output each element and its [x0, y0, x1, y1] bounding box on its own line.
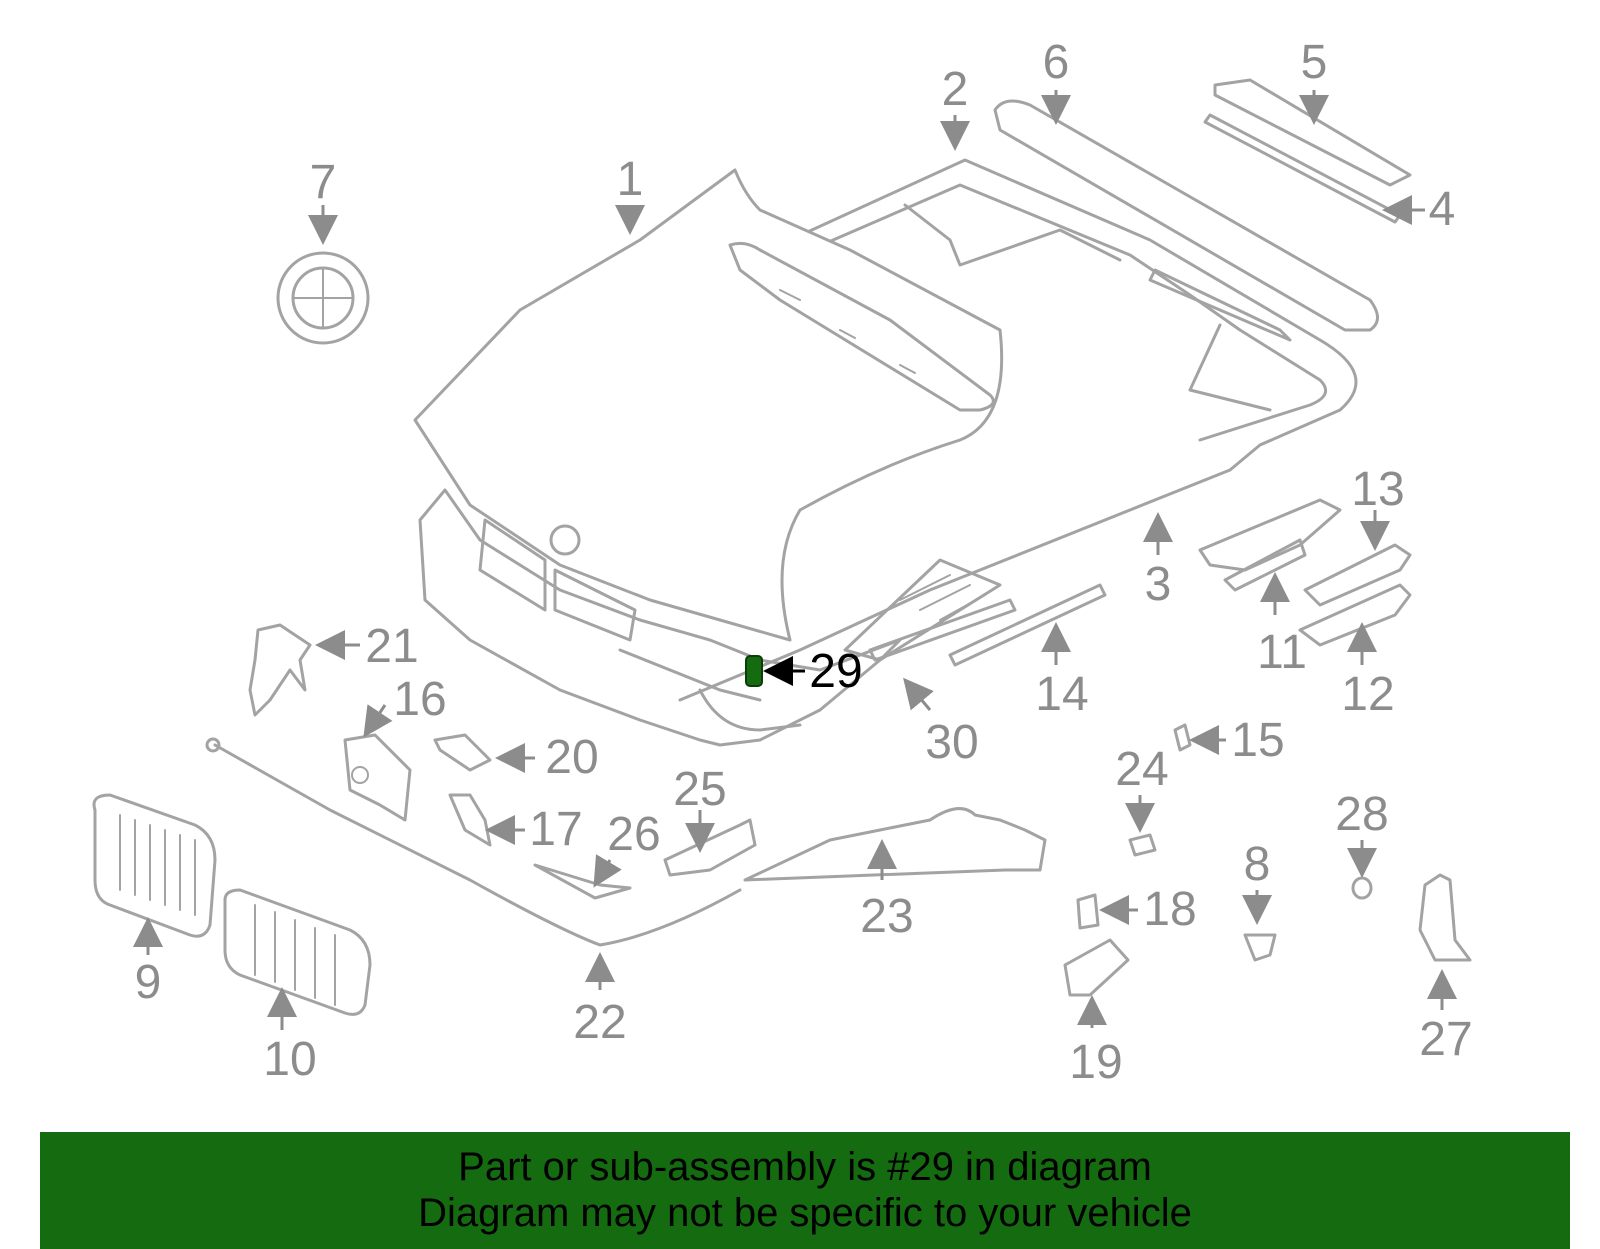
parts-diagram: 1 2 3 4 5 6 7 8 9 10 11 12 13 14 15 16 1…	[92, 36, 1473, 1089]
hinge-parts	[1198, 498, 1412, 647]
callout-30: 30	[925, 716, 978, 769]
callout-28: 28	[1335, 788, 1388, 841]
callout-2: 2	[942, 63, 969, 116]
callout-29: 29	[809, 645, 862, 698]
callout-26: 26	[607, 808, 660, 861]
callout-15: 15	[1231, 714, 1284, 767]
emblem-part	[276, 251, 370, 345]
banner-line-part-number: Part or sub-assembly is #29 in diagram	[458, 1145, 1152, 1189]
callout-17: 17	[529, 803, 582, 856]
leader-lines	[133, 90, 1457, 1030]
callout-4: 4	[1429, 183, 1456, 236]
callout-11: 11	[1257, 626, 1307, 679]
callout-12: 12	[1341, 668, 1394, 721]
latch-bracket-part	[248, 623, 312, 717]
grille-left-part	[92, 793, 217, 938]
callout-13: 13	[1351, 463, 1404, 516]
fastener-parts	[1063, 723, 1472, 997]
callout-3: 3	[1145, 558, 1172, 611]
hood-part	[413, 168, 1004, 642]
callout-16: 16	[393, 673, 446, 726]
callout-labels: 1 2 3 4 5 6 7 8 9 10 11 12 13 14 15 16 1…	[135, 36, 1473, 1089]
callout-23: 23	[860, 890, 913, 943]
callout-14: 14	[1035, 668, 1088, 721]
callout-7: 7	[310, 156, 337, 209]
front-panel-part	[418, 488, 902, 747]
clip-part-highlighted	[745, 655, 763, 687]
hood-latch-part	[343, 733, 412, 822]
callout-9: 9	[135, 956, 162, 1009]
callout-5: 5	[1301, 36, 1328, 89]
gas-strut-part	[868, 583, 1107, 667]
banner-line-disclaimer: Diagram may not be specific to your vehi…	[418, 1191, 1192, 1235]
cowl-strip-part	[1203, 78, 1412, 224]
grille-right-part	[223, 888, 372, 1016]
callout-24: 24	[1115, 743, 1168, 796]
callout-10: 10	[263, 1033, 316, 1086]
release-cable-part	[205, 737, 1047, 947]
callout-20: 20	[545, 731, 598, 784]
callout-18: 18	[1143, 883, 1196, 936]
callout-21: 21	[365, 620, 418, 673]
callout-25: 25	[673, 763, 726, 816]
callout-1: 1	[617, 153, 644, 206]
callout-6: 6	[1043, 36, 1070, 89]
part-info-banner: Part or sub-assembly is #29 in diagram D…	[40, 1132, 1570, 1249]
callout-27: 27	[1419, 1013, 1472, 1066]
callout-22: 22	[573, 996, 626, 1049]
callout-19: 19	[1069, 1036, 1122, 1089]
hood-seal-part	[993, 99, 1379, 342]
callout-8: 8	[1244, 838, 1271, 891]
